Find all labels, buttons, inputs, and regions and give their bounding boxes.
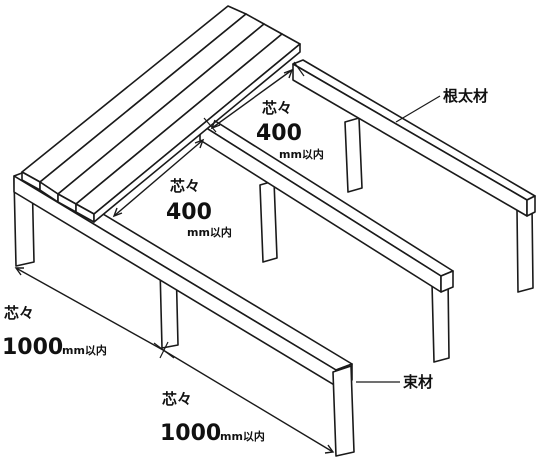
dim-text-1000-right: 芯々 1000 mm以内 <box>160 390 265 446</box>
rear-posts <box>259 117 534 363</box>
joist-back-end <box>526 195 536 217</box>
deck-board-4-side <box>93 43 301 223</box>
joist-label: 根太材 <box>443 87 488 105</box>
post-rear-3 <box>516 205 534 293</box>
dim-prefix: 芯々 <box>262 99 292 117</box>
dim-text-1000-left: 芯々 1000 mm以内 <box>2 304 107 360</box>
joist-leader-line <box>395 95 441 123</box>
dim-prefix: 芯々 <box>4 304 34 322</box>
dimension-400-upper <box>203 61 305 133</box>
post-front-right <box>332 365 355 457</box>
dim-unit: mm以内 <box>62 343 107 357</box>
dimension-1000-right <box>162 349 335 454</box>
dim-text-400-upper: 芯々 400 mm以内 <box>256 99 324 161</box>
joist-back <box>292 59 536 217</box>
post-label: 束材 <box>403 373 433 391</box>
dim-prefix: 芯々 <box>162 390 192 408</box>
post-rear-2 <box>259 180 278 263</box>
dim-text-400-lower: 芯々 400 mm以内 <box>166 177 232 239</box>
joist-back-top <box>292 59 536 201</box>
dim-value: 400 <box>256 121 302 146</box>
deck-boards <box>21 5 301 223</box>
dim-value: 1000 <box>160 421 221 446</box>
dim-value: 400 <box>166 200 212 225</box>
dim-prefix: 芯々 <box>170 177 200 195</box>
dim-unit: mm以内 <box>220 429 265 443</box>
post-rear-1 <box>344 117 363 193</box>
dim-unit: mm以内 <box>279 147 324 161</box>
joist-middle-end <box>440 270 454 293</box>
dim-unit: mm以内 <box>187 225 232 239</box>
dim-value: 1000 <box>2 335 63 360</box>
dimension-400-lower <box>112 138 205 218</box>
